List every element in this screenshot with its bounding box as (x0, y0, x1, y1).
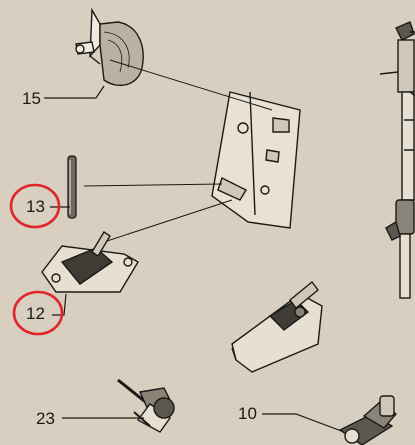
callout-15: 15 (22, 89, 41, 108)
felt-pad-holder-icon (75, 7, 144, 87)
callout-12: 12 (26, 304, 45, 323)
adjusting-screw-icon (117, 378, 175, 433)
lever-switch-icon (41, 231, 139, 293)
clamp-bracket-icon (231, 280, 323, 373)
mounting-bracket-icon (211, 91, 301, 229)
highlight-circle-12 (12, 290, 64, 336)
callout-13: 13 (26, 197, 45, 216)
rod-pin-icon (67, 155, 77, 219)
callout-10: 10 (238, 404, 257, 423)
terminal-nut-icon (338, 395, 398, 445)
callout-23: 23 (36, 409, 55, 428)
highlight-circle-13 (9, 183, 61, 229)
vertical-shaft-assembly-icon (379, 21, 415, 299)
